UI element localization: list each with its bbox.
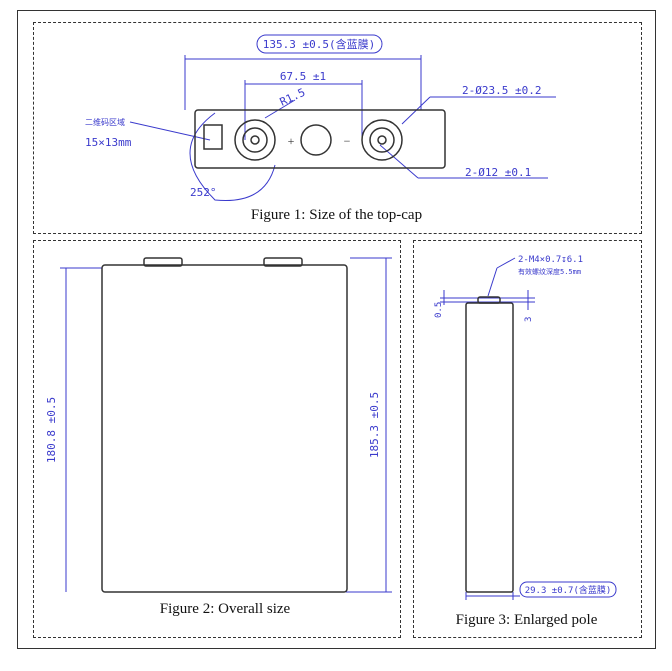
figure3-panel [413,240,642,638]
qr-label: 二维码区域 [85,117,125,127]
figure1-panel [33,22,642,234]
total-height-dim: 185.3 ±0.5 [368,392,381,458]
width-dim: 135.3 ±0.5(含蓝膜) [263,37,375,51]
qr-area [203,124,223,150]
pole-left [143,257,183,267]
pole-dia: 2-Ø12 ±0.1 [465,166,531,179]
minus-mark: − [344,134,351,148]
top-cap-outline [194,109,446,169]
vent [300,124,332,156]
figure2-panel [33,240,401,638]
cell-side [465,302,514,593]
cell-body [101,264,348,593]
plus-mark: + [288,134,295,148]
body-height-dim: 180.8 ±0.5 [45,397,58,463]
figure3-caption: Figure 3: Enlarged pole [455,612,598,628]
radius-dim: R1.5 [278,86,308,109]
pole-right [263,257,303,267]
terminal-dia: 2-Ø23.5 ±0.2 [462,84,541,97]
negative-terminal [361,119,403,161]
width-dim-frame [256,34,383,54]
step-dim: 0.5 [434,302,444,318]
page-frame [17,10,656,649]
thickness-dim: 29.3 ±0.7(含蓝膜) [525,584,612,596]
thread-dim: 2-M4×0.7↧6.1 [518,255,583,265]
thread-depth: 有效螺纹深度5.5mm [518,267,581,276]
positive-terminal [234,119,276,161]
pole-height-dim: 3 [524,317,534,322]
figure2-caption: Figure 2: Overall size [120,601,330,618]
figure1-caption: Figure 1: Size of the top-cap [250,207,423,223]
angle-dim: 252° [190,186,217,199]
qr-size: 15×13mm [85,136,132,149]
pole-enlarged [477,296,501,304]
pitch-dim: 67.5 ±1 [280,70,326,83]
